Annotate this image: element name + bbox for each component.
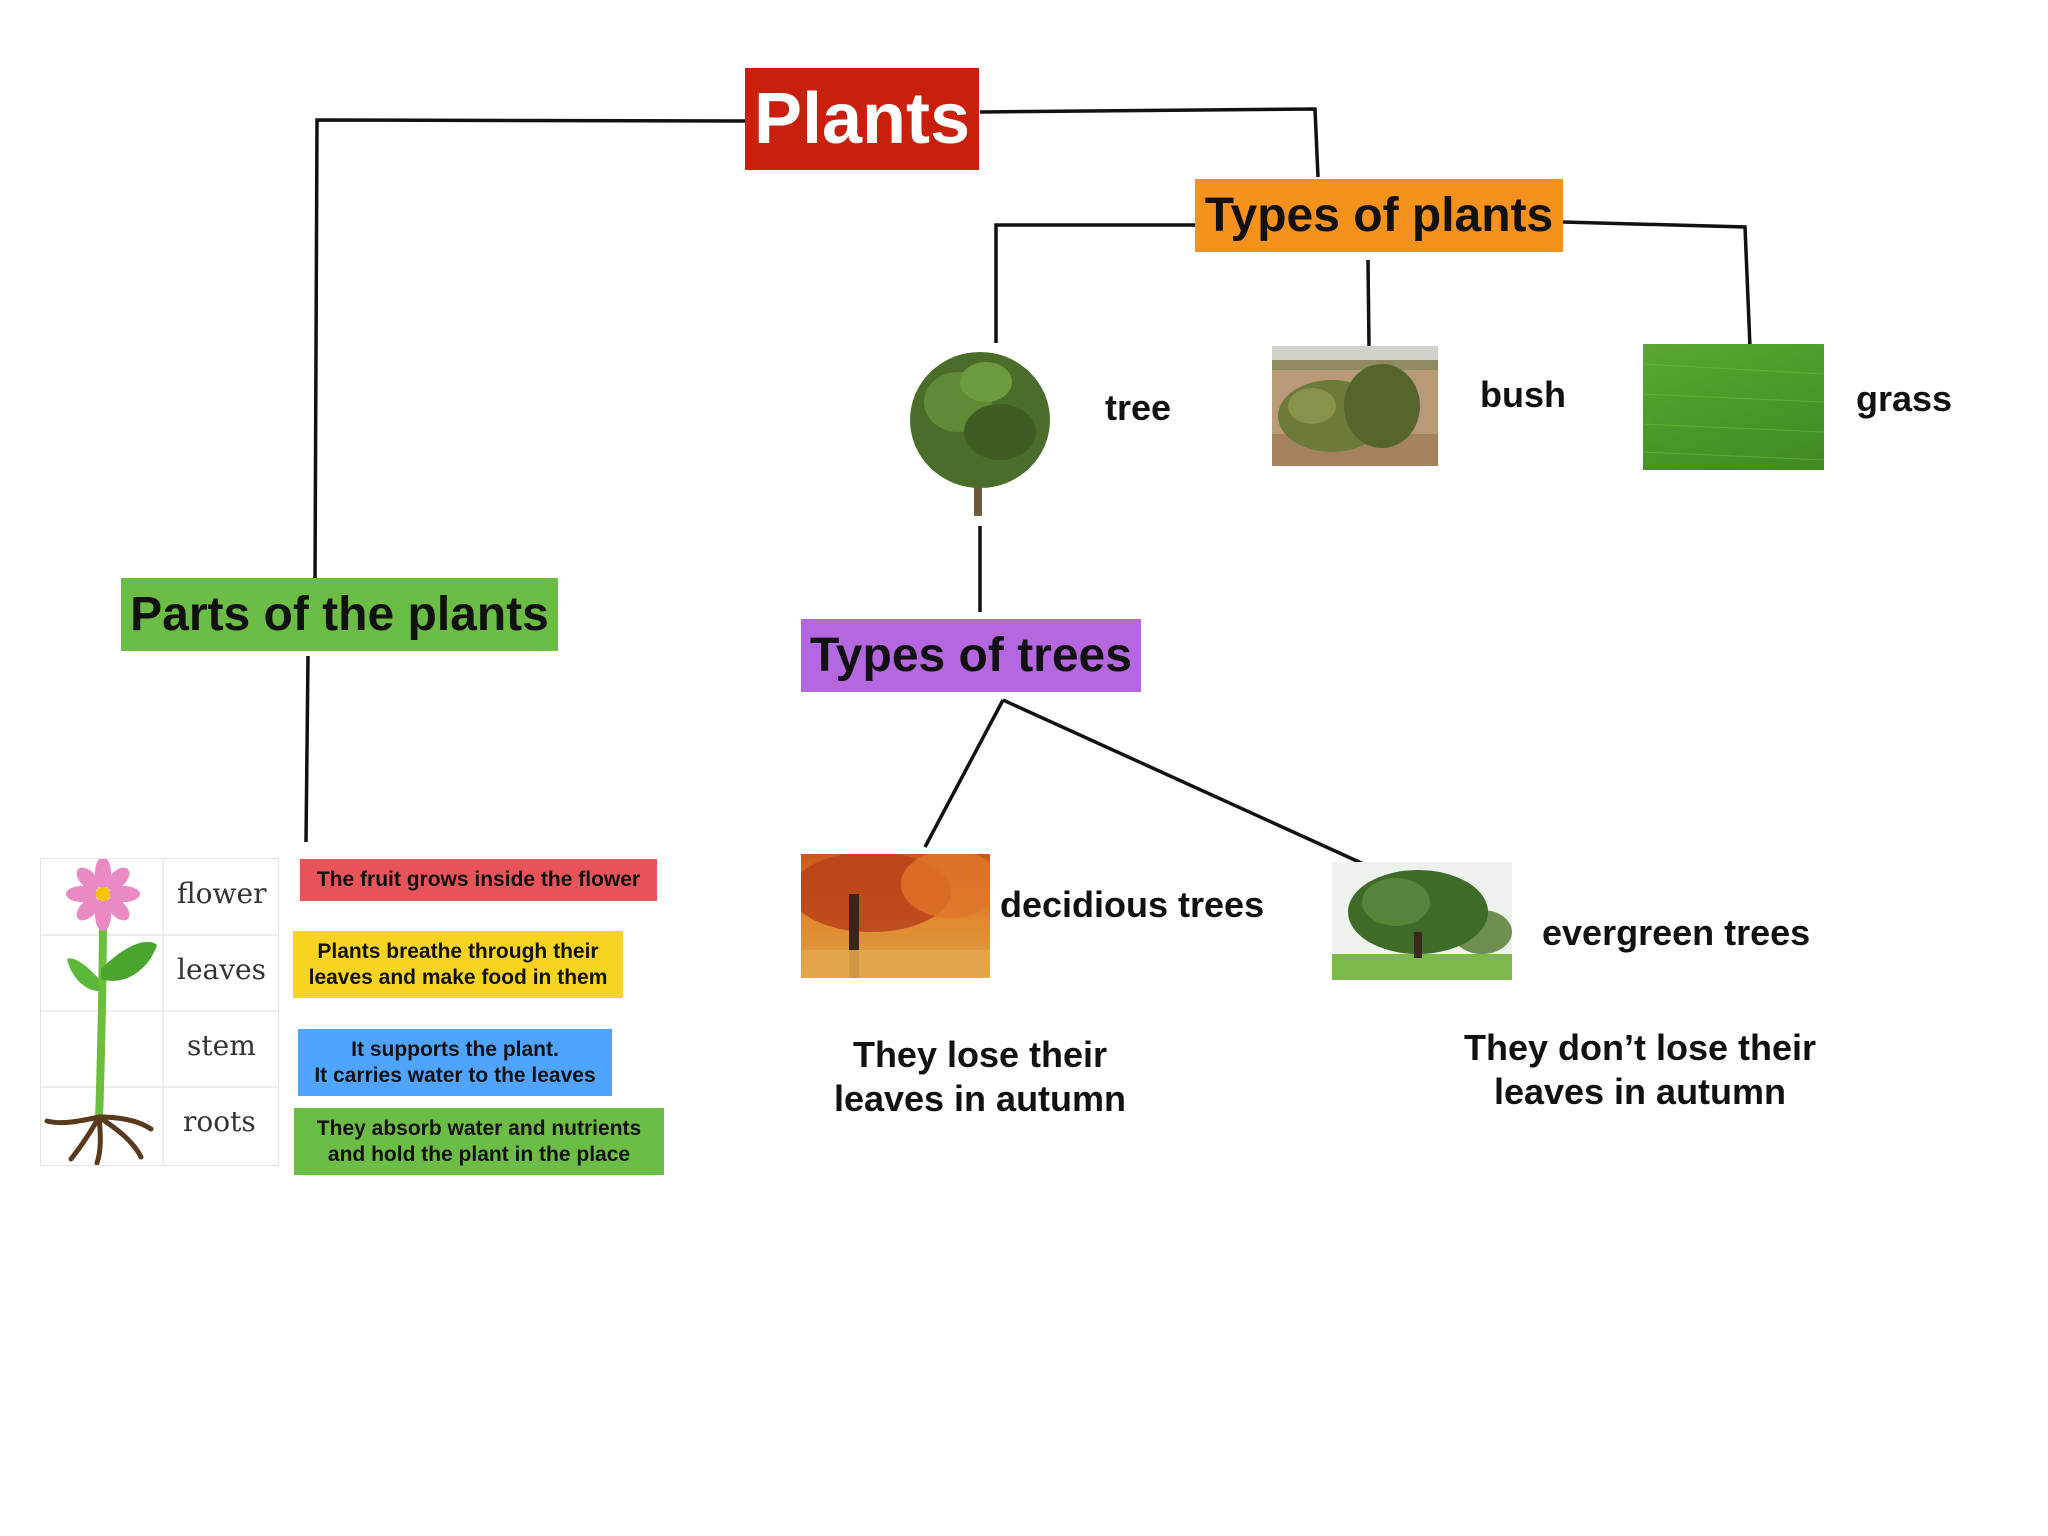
leaves-note-line-2: leaves and make food in them [308, 965, 608, 989]
stem-note-line-1: It supports the plant. [351, 1037, 559, 1061]
stem-note: It supports the plant. It carries water … [298, 1029, 612, 1096]
connector-root-to-types [979, 107, 1320, 178]
green-tree-photo [1332, 862, 1512, 980]
part-label-leaves: leaves [177, 953, 266, 986]
grass-photo [1643, 344, 1824, 470]
types-of-plants-node: Types of plants [1195, 179, 1563, 252]
autumn-tree-photo [801, 854, 990, 978]
connector-to-deciduous [923, 699, 1005, 848]
grass-label: grass [1856, 378, 1953, 419]
types-of-trees-node: Types of trees [801, 619, 1141, 692]
evergreen-description-line-2: leaves in autumn [1493, 1071, 1787, 1112]
deciduous-description-line-2: leaves in autumn [833, 1078, 1127, 1119]
connector-parts-to-diagram [304, 655, 310, 843]
tree-label: tree [1105, 387, 1172, 428]
deciduous-description-line-1: They lose their [852, 1034, 1108, 1075]
roots-note-line-1: They absorb water and nutrients [316, 1116, 642, 1140]
connector-root-to-parts [313, 118, 746, 582]
parts-of-plants-title: Parts of the plants [130, 588, 549, 641]
types-of-plants-title: Types of plants [1204, 189, 1554, 242]
part-label-flower: flower [177, 877, 267, 910]
root-node: Plants [745, 68, 979, 170]
roots-note-line-2: and hold the plant in the place [327, 1142, 631, 1166]
types-of-trees-title: Types of trees [810, 629, 1132, 682]
stem-note-line-2: It carries water to the leaves [314, 1063, 596, 1087]
connector-types-to-bush [1366, 259, 1371, 348]
bush-label: bush [1480, 374, 1566, 415]
root-title: Plants [753, 79, 971, 159]
part-label-stem: stem [187, 1029, 256, 1062]
deciduous-label: decidious trees [1000, 884, 1265, 925]
bush-photo [1272, 346, 1438, 466]
evergreen-description: They don’t lose their leaves in autumn [1440, 1026, 1840, 1114]
leaves-note-line-1: Plants breathe through their [317, 939, 599, 963]
tree-photo [900, 340, 1060, 520]
connector-to-evergreen [1002, 698, 1369, 868]
parts-of-plants-node: Parts of the plants [121, 578, 558, 651]
flower-diagram: flower leaves stem roots [40, 858, 279, 1166]
evergreen-label: evergreen trees [1542, 912, 1811, 953]
part-label-roots: roots [183, 1105, 256, 1138]
roots-note: They absorb water and nutrients and hold… [294, 1108, 664, 1175]
evergreen-description-line-1: They don’t lose their [1463, 1027, 1817, 1068]
flower-note-line-1: The fruit grows inside the flower [316, 868, 641, 891]
connector-types-to-tree [994, 223, 1195, 343]
flower-note: The fruit grows inside the flower [300, 859, 657, 901]
connector-types-to-grass [1562, 220, 1752, 348]
leaves-note: Plants breathe through their leaves and … [293, 931, 623, 998]
deciduous-description: They lose their leaves in autumn [820, 1033, 1140, 1121]
